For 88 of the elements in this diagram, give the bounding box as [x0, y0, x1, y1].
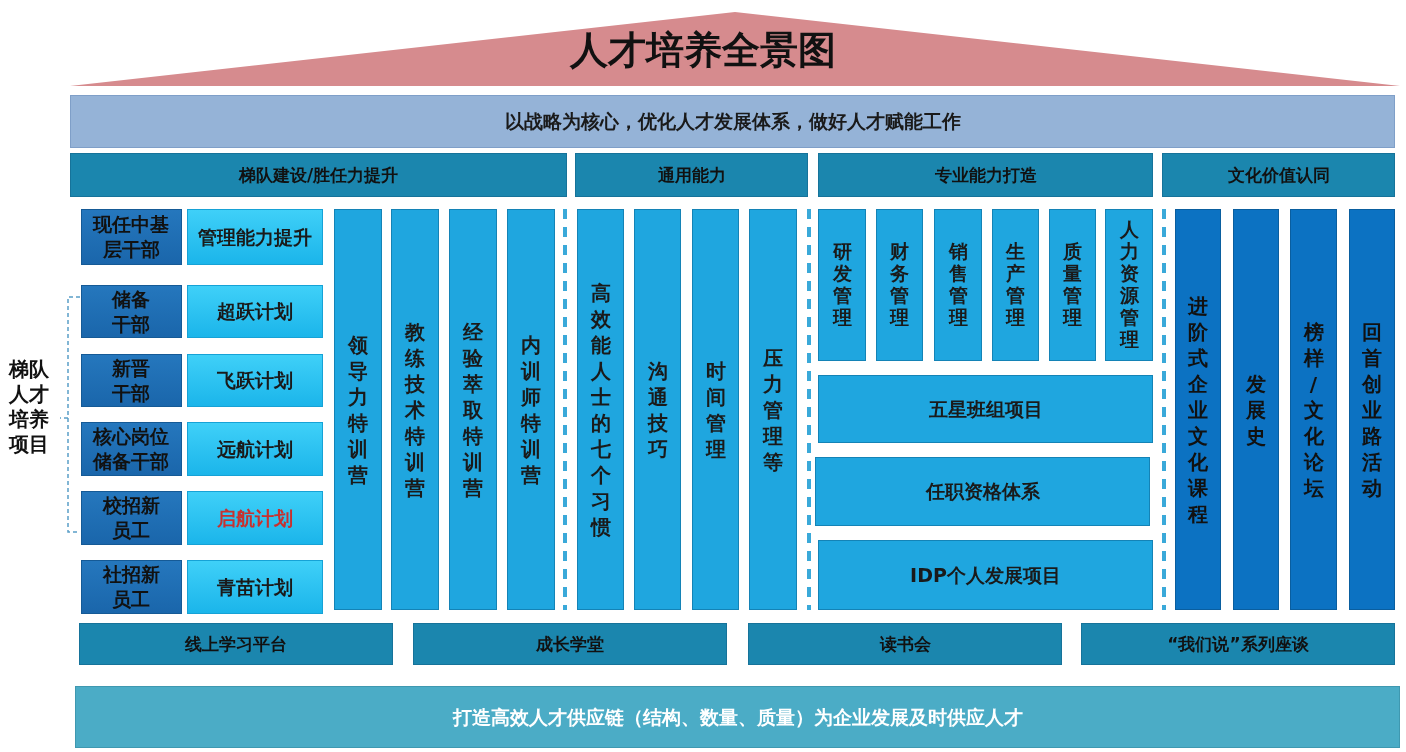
box-label: 读书会 [879, 632, 931, 656]
program-column [692, 209, 739, 610]
column-label: 压力管理等 [763, 344, 783, 475]
section-header [1162, 153, 1395, 197]
program-column [1233, 209, 1279, 610]
category-box [81, 209, 182, 265]
box-label: 社招新员工 [101, 562, 161, 612]
column-label: 领导力特训营 [348, 331, 368, 488]
program-column [1105, 209, 1153, 361]
program-column [876, 209, 923, 361]
program-column [634, 209, 681, 610]
category-box [81, 560, 182, 614]
column-label: 高效能人士的七个习惯 [590, 279, 611, 540]
program-column [749, 209, 797, 610]
column-label: 研发管理 [832, 241, 852, 329]
box-label: IDP个人发展项目 [910, 562, 1061, 588]
program-box [187, 422, 323, 476]
platform-box [79, 623, 393, 665]
program-column [507, 209, 555, 610]
banner-text: 以战略为核心，优化人才发展体系，做好人才赋能工作 [504, 109, 961, 134]
column-label: 人力资源管理 [1119, 219, 1139, 351]
box-label: 飞跃计划 [217, 368, 293, 393]
section-header [70, 153, 567, 197]
column-label: 沟通技巧 [647, 357, 668, 462]
column-label: 经验萃取特训营 [463, 318, 483, 501]
box-label: 成长学堂 [536, 632, 604, 656]
column-label: 回首创业路活动 [1362, 318, 1382, 501]
program-column [934, 209, 982, 361]
platform-box [1081, 623, 1395, 665]
program-column [992, 209, 1039, 361]
program-column [1175, 209, 1221, 610]
column-label: 榜样/文化论坛 [1303, 318, 1324, 501]
box-label: 管理能力提升 [198, 224, 312, 250]
box-label: 启航计划 [217, 505, 293, 531]
column-label: 财务管理 [890, 241, 909, 329]
box-label: 五星班组项目 [928, 396, 1043, 422]
program-column [334, 209, 382, 610]
category-box [81, 354, 182, 407]
banner [70, 95, 1395, 148]
program-box [818, 540, 1153, 610]
header-text: 专业能力打造 [934, 163, 1037, 187]
column-label: 质量管理 [1063, 241, 1082, 329]
box-label: 超跃计划 [217, 299, 293, 324]
box-label: 核心岗位储备干部 [91, 424, 171, 474]
box-label: 青苗计划 [217, 574, 293, 600]
box-label: “我们说”系列座谈 [1167, 632, 1309, 656]
program-box [187, 209, 323, 265]
program-column [818, 209, 866, 361]
box-label: 储备干部 [110, 286, 152, 337]
column-label: 生产管理 [1006, 241, 1025, 329]
banner-text: 打造高效人才供应链（结构、数量、质量）为企业发展及时供应人才 [452, 704, 1023, 730]
box-label: 现任中基层干部 [91, 212, 171, 262]
header-text: 梯队建设/胜任力提升 [238, 163, 399, 187]
column-label: 发展史 [1246, 370, 1266, 449]
box-label: 校招新员工 [101, 493, 161, 543]
program-column [1049, 209, 1096, 361]
side-label: 梯队人才培养项目 [8, 357, 50, 457]
category-box [81, 422, 182, 476]
column-label: 进阶式企业文化课程 [1188, 292, 1208, 527]
section-header [818, 153, 1153, 197]
program-box [818, 375, 1153, 443]
box-label: 远航计划 [217, 436, 293, 462]
category-box [81, 491, 182, 545]
category-box [81, 285, 182, 338]
column-label: 内训师特训营 [521, 331, 541, 488]
header-text: 通用能力 [657, 163, 726, 187]
header-text: 文化价值认同 [1227, 163, 1330, 187]
program-column [1349, 209, 1395, 610]
column-label: 销售管理 [948, 241, 968, 329]
column-label: 时间管理 [705, 357, 726, 462]
program-box [815, 457, 1150, 526]
program-column [391, 209, 439, 610]
platform-box [748, 623, 1062, 665]
box-label: 任职资格体系 [925, 479, 1040, 504]
box-label: 新晋干部 [111, 355, 152, 406]
program-box [187, 491, 323, 545]
program-box [187, 560, 323, 614]
title: 人才培养全景图 [570, 27, 836, 74]
platform-box [413, 623, 727, 665]
column-label: 教练技术特训营 [405, 318, 425, 501]
program-column [449, 209, 497, 610]
program-box [187, 354, 323, 407]
banner [75, 686, 1400, 748]
program-column [577, 209, 624, 610]
section-header [575, 153, 808, 197]
program-box [187, 285, 323, 338]
program-column [1290, 209, 1337, 610]
box-label: 线上学习平台 [185, 632, 287, 656]
